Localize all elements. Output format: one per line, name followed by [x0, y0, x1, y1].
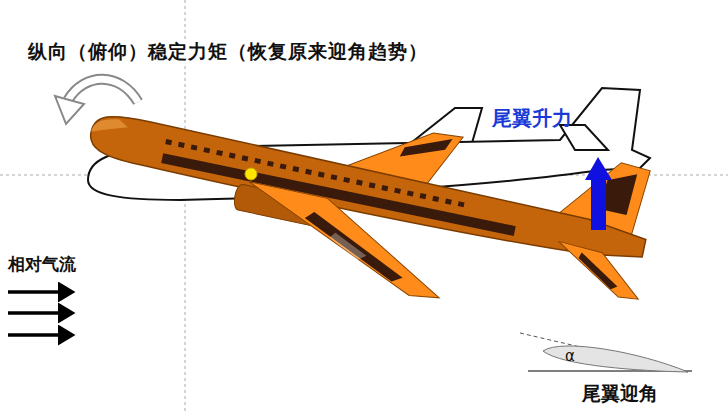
- airfoil-inset: [520, 333, 692, 372]
- airflow-arrows: [8, 292, 72, 335]
- lift-arrow: [585, 157, 612, 230]
- angle-label: 尾翼迎角: [582, 382, 658, 405]
- airflow-label: 相对气流: [8, 254, 76, 274]
- angle-symbol: α: [565, 347, 575, 365]
- moment-label: 纵向（俯仰）稳定力矩（恢复原来迎角趋势）: [28, 40, 428, 63]
- cg-dot: [245, 168, 257, 180]
- moment-arrow: [55, 79, 138, 124]
- lift-label: 尾翼升力: [492, 106, 572, 130]
- aircraft: [72, 54, 666, 343]
